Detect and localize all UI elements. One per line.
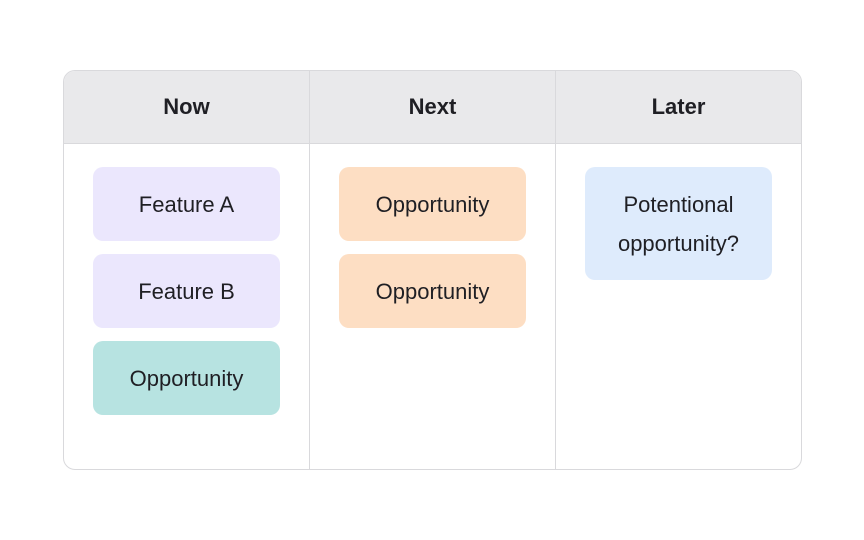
card-label: Opportunity [375, 278, 490, 304]
column-divider [555, 71, 556, 469]
column-title-next: Next [408, 94, 457, 119]
card-label: Feature A [138, 191, 235, 217]
card-opportunity-now[interactable]: Opportunity [93, 341, 280, 415]
card-opportunity-next-1[interactable]: Opportunity [339, 167, 526, 241]
card-label: Potentional opportunity? [617, 191, 740, 256]
column-title-later: Later [651, 94, 706, 119]
column-title-now: Now [163, 94, 210, 119]
board-header [64, 71, 801, 144]
card-opportunity-next-2[interactable]: Opportunity [339, 254, 526, 328]
column-divider [309, 71, 310, 469]
card-label: Feature B [138, 278, 235, 304]
card-label: Opportunity [129, 365, 244, 391]
card-feature-b[interactable]: Feature B [93, 254, 280, 328]
roadmap-board: Now Next Later Feature A Feature B Oppor… [63, 70, 802, 470]
card-potential-opportunity[interactable]: Potentional opportunity? [585, 167, 772, 280]
card-feature-a[interactable]: Feature A [93, 167, 280, 241]
card-label: Opportunity [375, 191, 490, 217]
